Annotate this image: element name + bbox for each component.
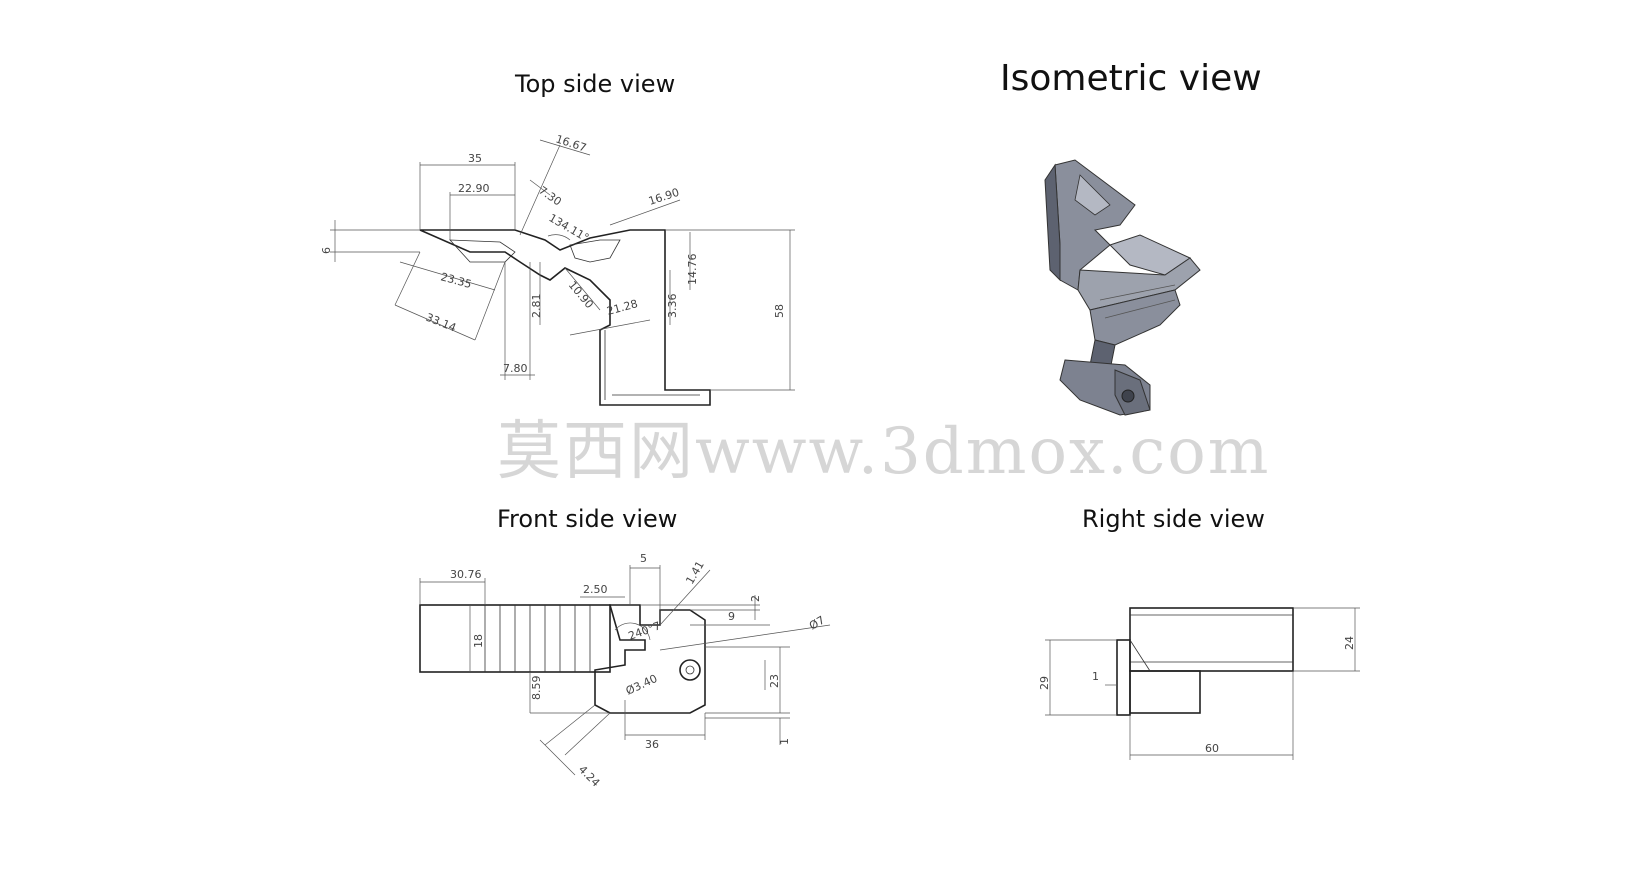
svg-text:58: 58	[773, 304, 786, 318]
svg-text:8.59: 8.59	[530, 676, 543, 701]
isometric-part	[1044, 159, 1201, 416]
svg-text:36: 36	[645, 738, 659, 751]
svg-text:24: 24	[1343, 636, 1356, 650]
svg-text:30.76: 30.76	[450, 568, 482, 581]
svg-text:9: 9	[728, 610, 735, 623]
front-view-title: Front side view	[497, 505, 678, 533]
front-view-part	[419, 604, 706, 714]
front-view-dimensions	[419, 565, 831, 776]
svg-text:18: 18	[472, 634, 485, 648]
svg-text:3.36: 3.36	[666, 294, 679, 319]
svg-text:2.81: 2.81	[530, 294, 543, 319]
watermark: 莫西网www.3dmox.com	[497, 415, 1271, 489]
svg-text:22.90: 22.90	[458, 182, 490, 195]
svg-text:60: 60	[1205, 742, 1219, 755]
right-view-dimensions	[1045, 607, 1360, 760]
svg-text:14.76: 14.76	[686, 254, 699, 286]
top-view-dimensions	[330, 139, 795, 391]
top-view-inner-lines	[604, 330, 700, 400]
svg-text:35: 35	[468, 152, 482, 165]
svg-text:6: 6	[320, 247, 333, 254]
svg-text:23: 23	[768, 674, 781, 688]
right-view-title: Right side view	[1082, 505, 1265, 533]
top-view-title: Top side view	[515, 70, 676, 98]
svg-text:29: 29	[1038, 676, 1051, 690]
top-view-slot	[449, 239, 516, 263]
svg-text:1: 1	[1092, 670, 1099, 683]
svg-text:2: 2	[749, 595, 762, 602]
right-view-part	[1116, 607, 1294, 716]
top-view-slot-2	[569, 239, 621, 263]
isometric-view-title: Isometric view	[1000, 58, 1262, 99]
svg-text:1: 1	[778, 738, 791, 745]
svg-text:5: 5	[640, 552, 647, 565]
svg-text:7.80: 7.80	[503, 362, 528, 375]
right-view-dimension-labels: 29 1 24 60	[1038, 636, 1356, 755]
svg-text:2.50: 2.50	[583, 583, 608, 596]
